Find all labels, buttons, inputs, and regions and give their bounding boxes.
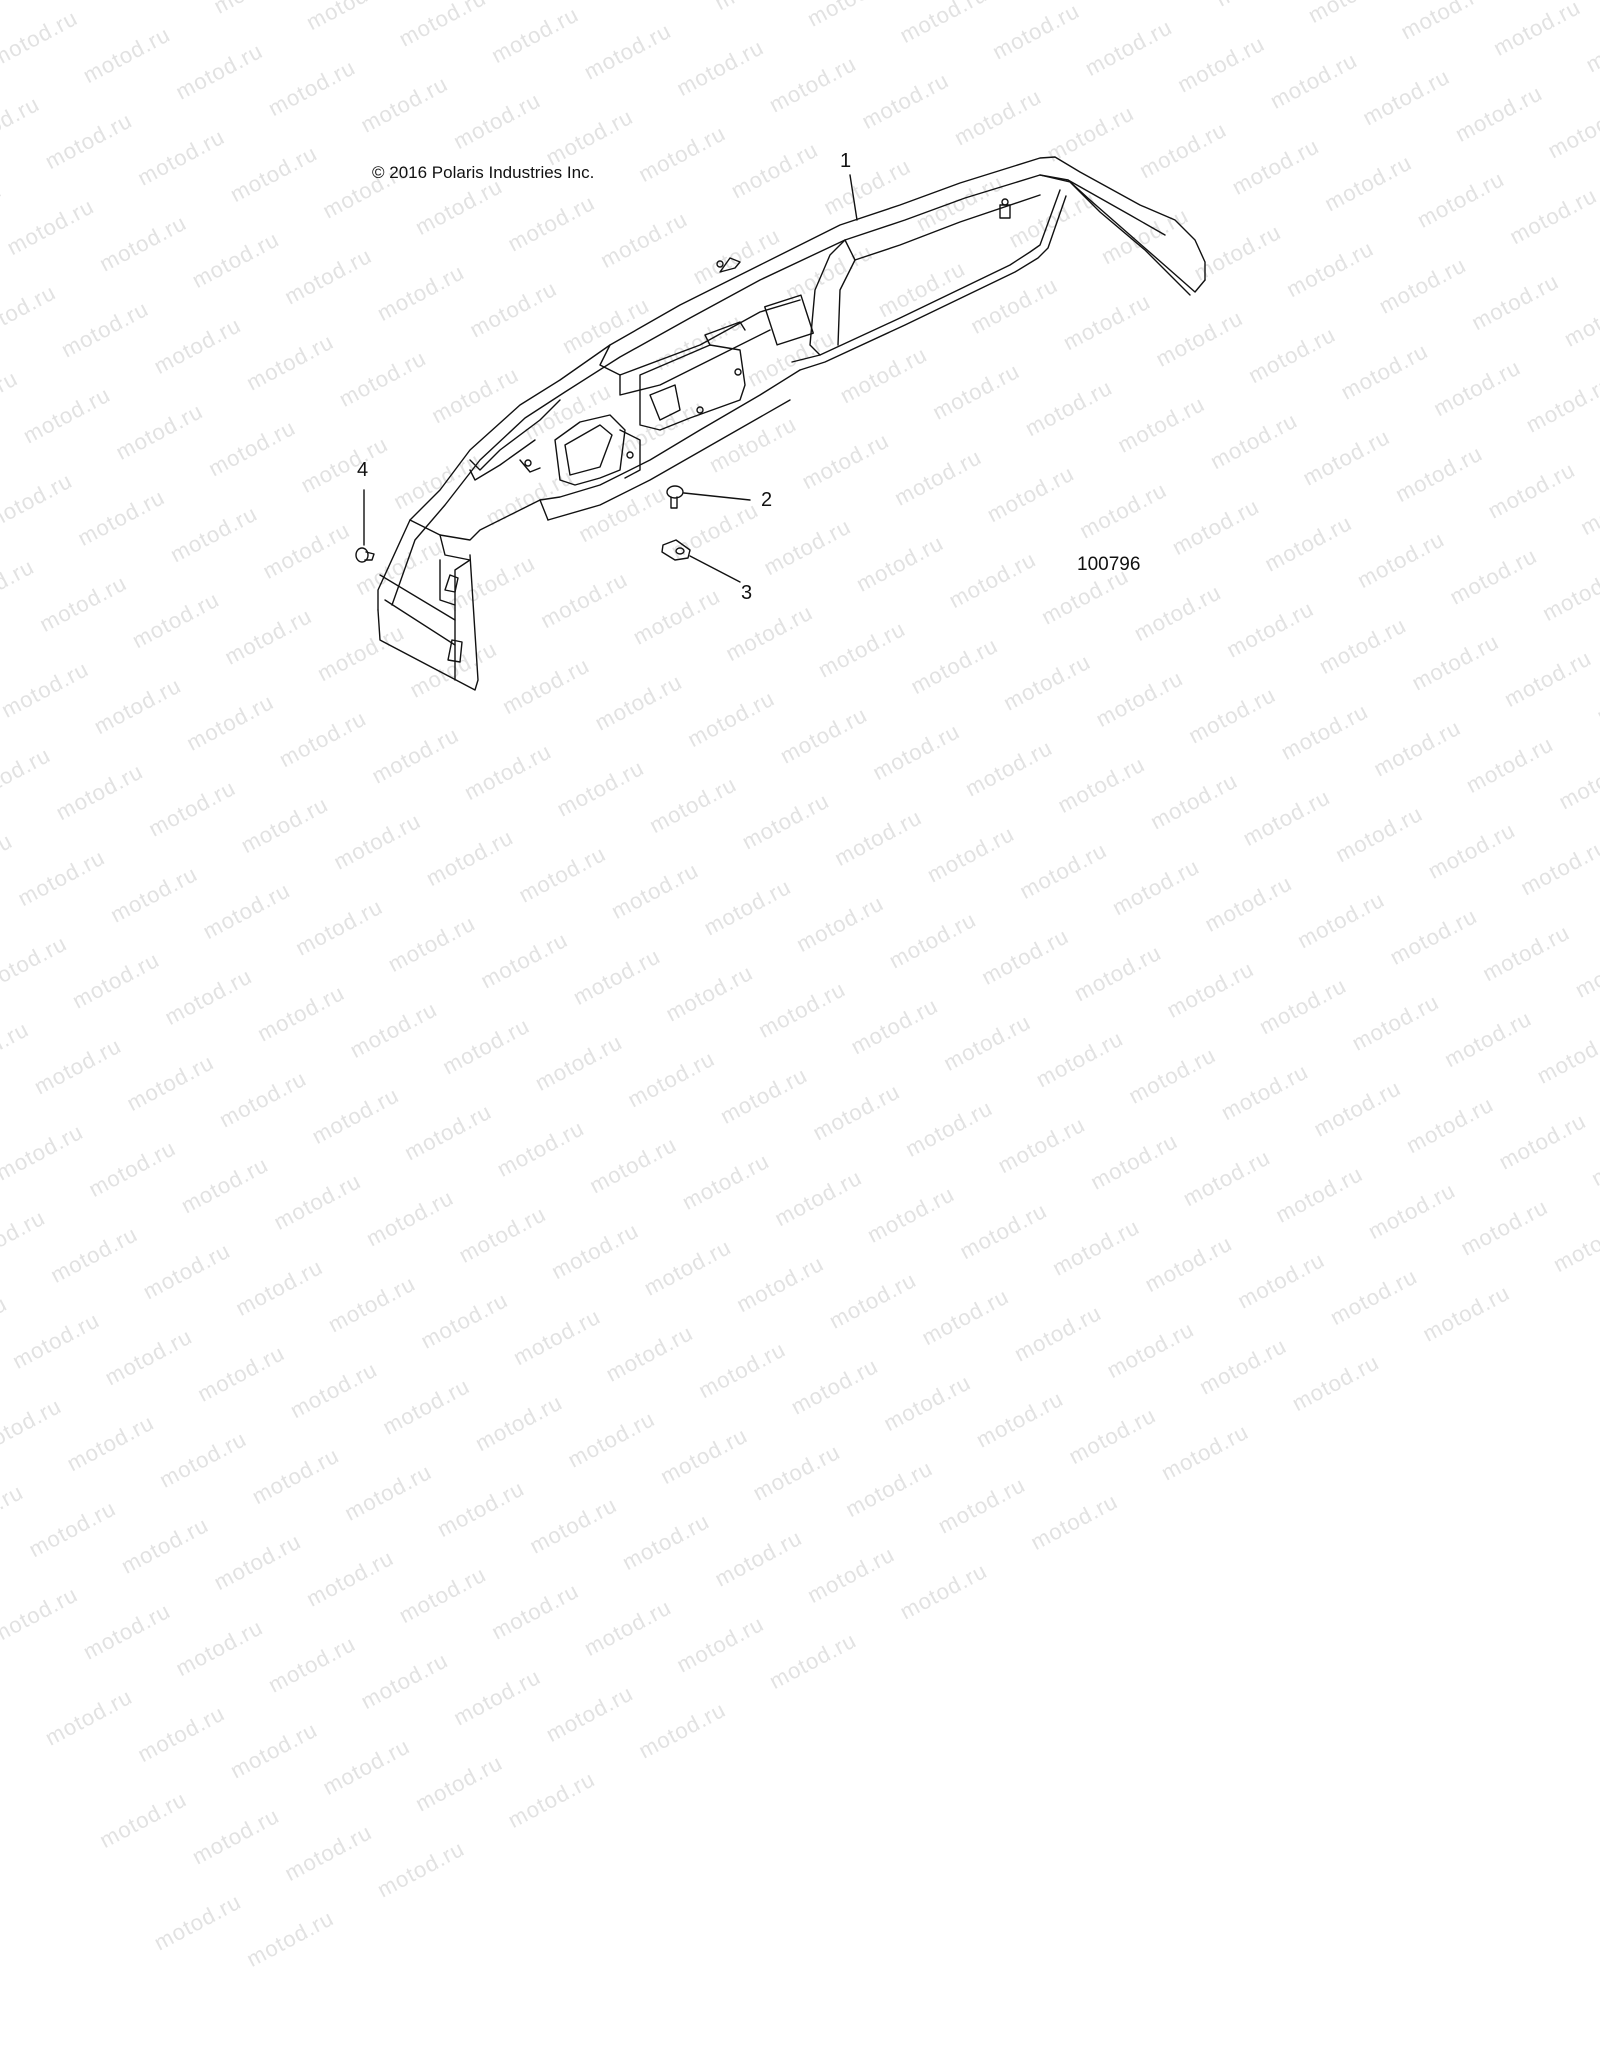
fastener-part-4 xyxy=(355,489,375,563)
bumper-part-1 xyxy=(377,156,1206,691)
figure-id: 100796 xyxy=(1077,554,1141,575)
callout-4: 4 xyxy=(357,459,369,481)
callout-1: 1 xyxy=(840,150,852,172)
rivet-part-2 xyxy=(666,485,751,509)
bumper-exploded-diagram xyxy=(355,156,1206,691)
u-nut-part-3 xyxy=(661,539,741,583)
leader-line-2 xyxy=(683,492,751,501)
leader-line-3 xyxy=(689,555,741,583)
leader-line-1 xyxy=(849,174,858,221)
copyright-text: © 2016 Polaris Industries Inc. xyxy=(372,163,595,182)
callout-2: 2 xyxy=(761,489,773,511)
callout-3: 3 xyxy=(741,582,753,604)
